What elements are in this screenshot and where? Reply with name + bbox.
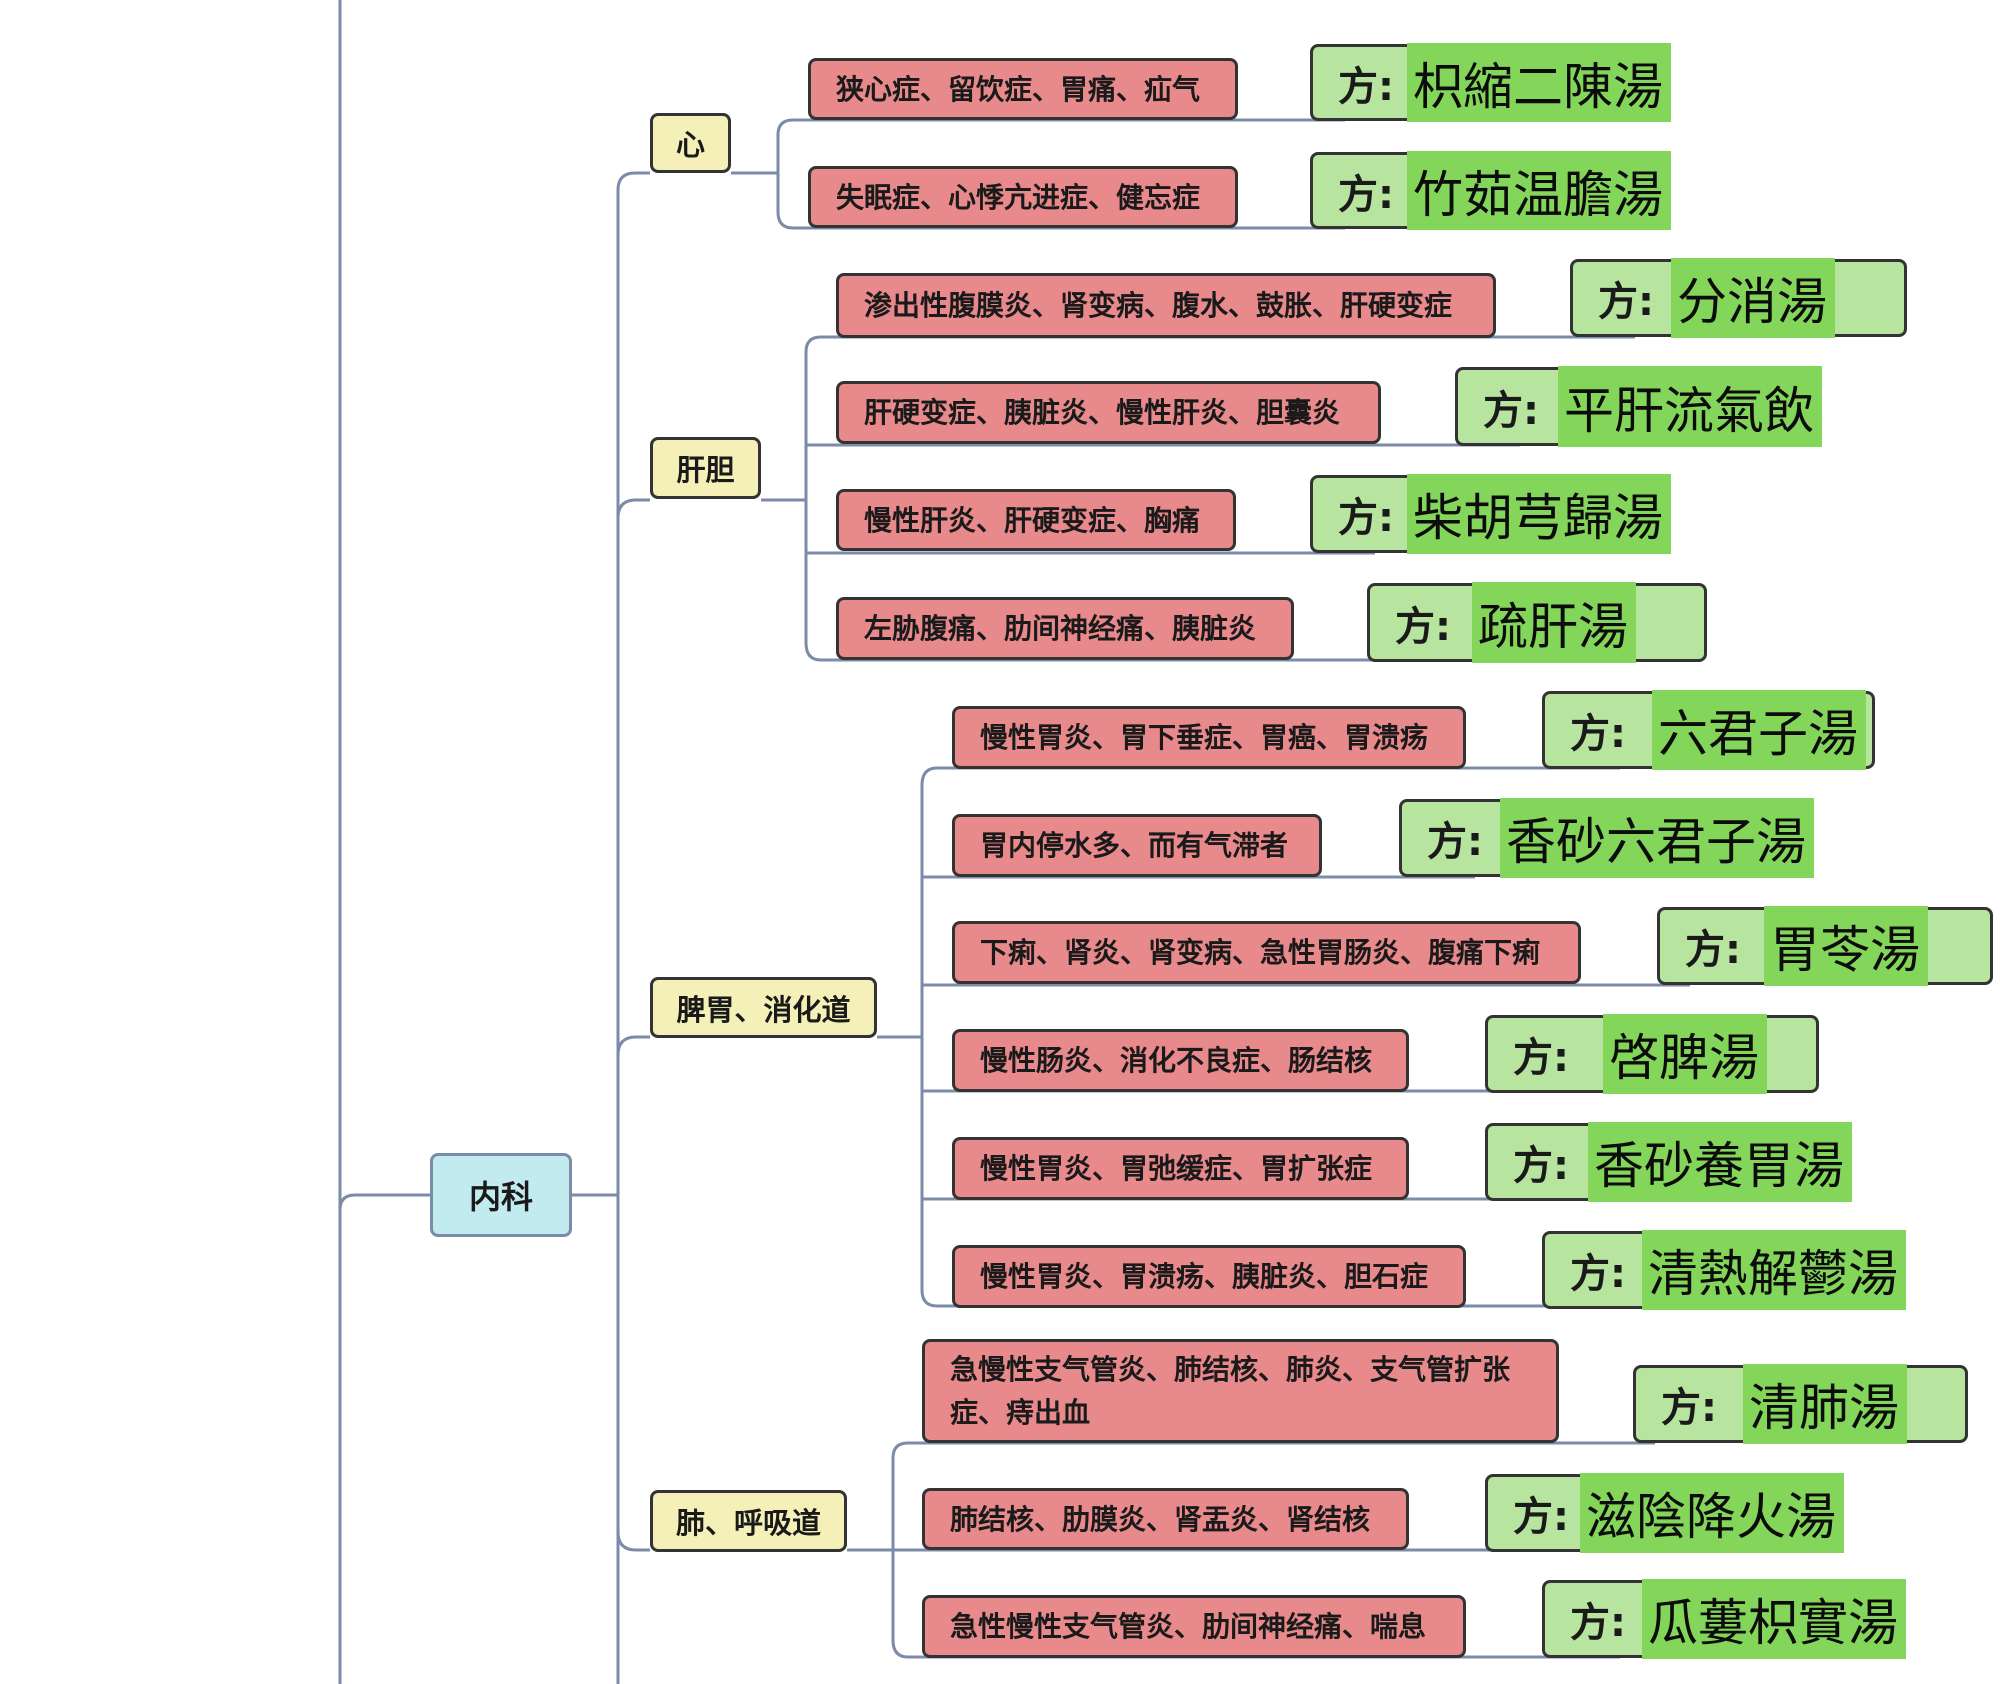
category-label: 脾胃、消化道 [676,992,851,1027]
prescription-prefix: 方: [1570,1600,1626,1646]
symptom-text: 左胁腹痛、肋间神经痛、胰脏炎 [864,612,1257,645]
prescription-name: 疏肝湯 [1472,582,1636,663]
liver-bracket [761,335,1635,662]
symptom-node[interactable]: 慢性肝炎、肝硬变症、胸痛 [836,489,1236,551]
trunk-to-root-connector [338,1193,430,1211]
symptom-node[interactable]: 急慢性支气管炎、肺结核、肺炎、支气管扩张症、痔出血 [922,1339,1559,1443]
symptom-node[interactable]: 慢性胃炎、胃下垂症、胃癌、胃溃疡 [952,706,1466,769]
symptom-node[interactable]: 下痢、肾炎、肾变病、急性胃肠炎、腹痛下痢 [952,921,1581,984]
prescription-node[interactable]: 方: 香砂養胃湯 [1485,1122,1852,1202]
prescription-node[interactable]: 方: 六君子湯 [1542,690,1875,770]
root-node[interactable]: 内科 [430,1153,572,1237]
prescription-prefix: 方: [1338,495,1394,541]
prescription-prefix: 方: [1338,171,1394,218]
prescription-name: 分消湯 [1671,258,1835,338]
category-node[interactable]: 心 [650,113,731,173]
prescription-prefix: 方: [1685,927,1741,973]
heart-bracket [731,118,1345,230]
prescription-node[interactable]: 方: 瓜蔞枳實湯 [1542,1579,1906,1659]
prescription-node[interactable]: 方: 柴胡芎歸湯 [1310,474,1671,554]
category-node[interactable]: 肝胆 [650,437,761,499]
symptom-node[interactable]: 肺结核、肋膜炎、肾盂炎、肾结核 [922,1488,1409,1550]
symptom-text: 慢性肝炎、肝硬变症、胸痛 [864,503,1201,537]
prescription-name: 香砂六君子湯 [1500,798,1814,878]
prescription-prefix: 方: [1338,63,1394,110]
spine-to-lung [616,1531,650,1552]
symptom-node[interactable]: 狭心症、留饮症、胃痛、疝气 [808,58,1238,120]
symptom-text: 急性慢性支气管炎、肋间神经痛、喘息 [950,1610,1427,1643]
symptom-node[interactable]: 慢性胃炎、胃弛缓症、胃扩张症 [952,1137,1409,1200]
prescription-name: 枳縮二陳湯 [1407,43,1671,122]
prescription-node[interactable]: 方: 枳縮二陳湯 [1310,43,1671,122]
prescription-node[interactable]: 方: 香砂六君子湯 [1399,798,1814,878]
prescription-node[interactable]: 方: 分消湯 [1570,258,1907,338]
prescription-prefix: 方: [1570,1251,1626,1297]
prescription-node[interactable]: 方: 竹茹温膽湯 [1310,151,1671,230]
symptom-text: 急慢性支气管炎、肺结核、肺炎、支气管扩张症、痔出血 [950,1353,1511,1429]
prescription-prefix: 方: [1598,279,1654,325]
category-spine [616,171,650,1684]
symptom-text: 渗出性腹膜炎、肾变病、腹水、鼓胀、肝硬变症 [864,289,1453,322]
symptom-text: 肺结核、肋膜炎、肾盂炎、肾结核 [950,1502,1371,1536]
symptom-text: 慢性肠炎、消化不良症、肠结核 [980,1044,1373,1077]
symptom-node[interactable]: 慢性胃炎、胃溃疡、胰脏炎、胆石症 [952,1245,1466,1308]
prescription-prefix: 方: [1395,603,1451,650]
symptom-node[interactable]: 胃内停水多、而有气滞者 [952,814,1322,877]
prescription-name: 平肝流氣飲 [1558,366,1822,447]
prescription-name: 清熱解鬱湯 [1642,1230,1906,1310]
category-label: 肝胆 [676,453,735,487]
symptom-text: 慢性胃炎、胃弛缓症、胃扩张症 [980,1152,1373,1185]
symptom-text: 失眠症、心悸亢进症、健忘症 [836,180,1201,214]
prescription-prefix: 方: [1513,1143,1569,1189]
prescription-name: 柴胡芎歸湯 [1407,474,1671,554]
prescription-node[interactable]: 方: 疏肝湯 [1367,582,1707,663]
spine-to-spleen [616,1035,650,1056]
prescription-node[interactable]: 方:滋陰降火湯 [1485,1473,1844,1553]
prescription-node[interactable]: 方: 清肺湯 [1633,1364,1968,1444]
root-label: 内科 [468,1178,533,1216]
prescription-name: 瓜蔞枳實湯 [1642,1579,1906,1659]
prescription-prefix: 方: [1661,1385,1717,1431]
prescription-name: 胃苓湯 [1764,906,1928,986]
prescription-name: 清肺湯 [1743,1364,1907,1444]
symptom-text: 慢性胃炎、胃下垂症、胃癌、胃溃疡 [980,721,1429,754]
symptom-node[interactable]: 失眠症、心悸亢进症、健忘症 [808,166,1238,228]
prescription-node[interactable]: 方: 清熱解鬱湯 [1542,1230,1906,1310]
symptom-node[interactable]: 肝硬变症、胰脏炎、慢性肝炎、胆囊炎 [836,381,1381,444]
category-node[interactable]: 肺、呼吸道 [650,1490,847,1552]
prescription-prefix: 方: [1513,1494,1569,1540]
prescription-prefix: 方: [1483,387,1539,434]
symptom-node[interactable]: 急性慢性支气管炎、肋间神经痛、喘息 [922,1595,1466,1658]
prescription-prefix: 方: [1427,819,1483,865]
symptom-text: 慢性胃炎、胃溃疡、胰脏炎、胆石症 [980,1260,1429,1293]
symptom-text: 狭心症、留饮症、胃痛、疝气 [836,72,1201,106]
prescription-prefix: 方: [1513,1035,1569,1081]
symptom-text: 下痢、肾炎、肾变病、急性胃肠炎、腹痛下痢 [980,936,1541,969]
category-node[interactable]: 脾胃、消化道 [650,977,877,1038]
symptom-text: 肝硬变症、胰脏炎、慢性肝炎、胆囊炎 [864,396,1341,429]
spine-to-liver [616,498,650,519]
symptom-node[interactable]: 渗出性腹膜炎、肾变病、腹水、鼓胀、肝硬变症 [836,273,1496,338]
lung-bracket [847,1441,1655,1659]
prescription-prefix: 方: [1570,711,1626,757]
prescription-name: 啓脾湯 [1603,1014,1767,1094]
prescription-node[interactable]: 方: 平肝流氣飲 [1455,366,1822,447]
prescription-node[interactable]: 方: 胃苓湯 [1657,906,1993,986]
prescription-name: 滋陰降火湯 [1580,1473,1844,1553]
category-label: 肺、呼吸道 [675,1506,821,1540]
symptom-node[interactable]: 慢性肠炎、消化不良症、肠结核 [952,1029,1409,1092]
prescription-name: 六君子湯 [1652,690,1866,770]
symptom-text: 胃内停水多、而有气滞者 [980,829,1289,862]
prescription-name: 竹茹温膽湯 [1407,151,1671,230]
category-label: 心 [675,128,705,162]
prescription-name: 香砂養胃湯 [1588,1122,1852,1202]
symptom-node[interactable]: 左胁腹痛、肋间神经痛、胰脏炎 [836,597,1294,660]
prescription-node[interactable]: 方: 啓脾湯 [1485,1014,1819,1094]
